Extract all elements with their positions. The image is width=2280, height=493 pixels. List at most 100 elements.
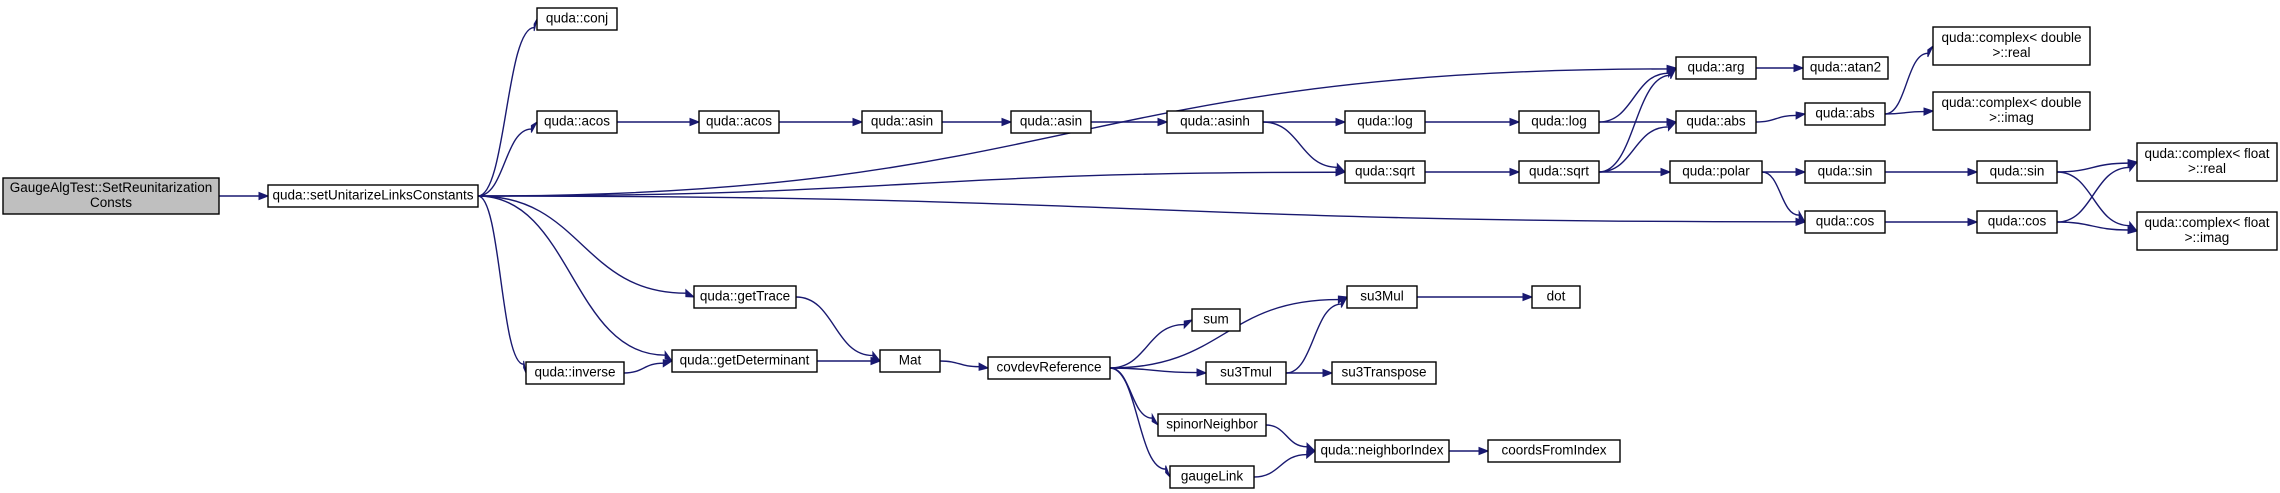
node-box [1344, 110, 1426, 134]
node-log2[interactable]: quda::log [1518, 110, 1600, 134]
arrowhead [2129, 161, 2139, 173]
arrowhead [530, 120, 539, 133]
arrowhead [1795, 167, 1807, 177]
edge-line [623, 362, 664, 374]
node-dot[interactable]: dot [1531, 285, 1581, 309]
node-box [1802, 56, 1889, 80]
node-asin2[interactable]: quda::asin [1010, 110, 1092, 134]
node-asinh[interactable]: quda::asinh [1166, 110, 1264, 134]
node-label: spinorNeighbor [1166, 417, 1258, 432]
edge-setUnit-to-cos1 [477, 195, 1807, 227]
arrowhead [664, 350, 674, 362]
node-box [1205, 361, 1287, 385]
node-nIndex[interactable]: quda::neighborIndex [1314, 439, 1450, 463]
edge-polar-to-cos1 [1761, 171, 1807, 224]
node-getDet[interactable]: quda::getDeterminant [671, 349, 818, 373]
node-label: quda::neighborIndex [1320, 443, 1443, 458]
node-asin1[interactable]: quda::asin [861, 110, 943, 134]
node-acos2[interactable]: quda::acos [698, 110, 780, 134]
node-box [1010, 110, 1092, 134]
node-label: >::imag [1989, 110, 2034, 125]
node-acos1[interactable]: quda::acos [536, 110, 618, 134]
node-inverse[interactable]: quda::inverse [525, 361, 625, 385]
node-label: GaugeAlgTest::SetReunitarization [10, 180, 213, 195]
arrowhead [1509, 117, 1521, 127]
node-covdev[interactable]: covdevReference [987, 356, 1111, 380]
edge-abs2-to-cdreal [1884, 45, 1934, 115]
node-gauge[interactable]: gaugeLink [1169, 465, 1255, 489]
edge-covdev-to-sum [1109, 319, 1194, 369]
node-cos2[interactable]: quda::cos [1976, 210, 2058, 234]
node-label: quda::polar [1682, 164, 1750, 179]
edge-acos2-to-asin1 [779, 117, 864, 127]
node-su3Mul[interactable]: su3Mul [1346, 285, 1418, 309]
node-label: gaugeLink [1181, 469, 1244, 484]
node-coords[interactable]: coordsFromIndex [1487, 439, 1621, 463]
node-cfreal[interactable]: quda::complex< float >::real [2136, 142, 2278, 182]
node-abs2[interactable]: quda::abs [1804, 102, 1886, 126]
arrowhead [978, 362, 990, 371]
edge-cos2-to-cfimag [2056, 221, 2139, 235]
edge-root-to-setUnit [219, 191, 270, 201]
node-sin1[interactable]: quda::sin [1804, 160, 1886, 184]
node-su3T[interactable]: su3Transpose [1331, 361, 1437, 385]
node-label: quda::complex< double [1942, 95, 2082, 110]
node-mat[interactable]: Mat [879, 349, 941, 373]
node-box [1314, 439, 1450, 463]
node-cdreal[interactable]: quda::complex< double >::real [1932, 26, 2091, 66]
arrowhead [1165, 465, 1171, 478]
node-label: quda::acos [706, 114, 772, 129]
node-spinor[interactable]: spinorNeighbor [1157, 413, 1267, 437]
arrowhead [1795, 111, 1807, 120]
node-label: quda::sin [1990, 164, 2045, 179]
edge-su3Mul-to-dot [1417, 292, 1534, 302]
node-label: sum [1203, 312, 1229, 327]
arrowhead [1509, 167, 1521, 177]
edge-sqrt2-to-arg [1598, 67, 1677, 173]
node-log1[interactable]: quda::log [1344, 110, 1426, 134]
arrowhead [533, 18, 538, 32]
node-label: quda::conj [546, 11, 608, 26]
node-cfimag[interactable]: quda::complex< float >::imag [2136, 211, 2278, 251]
edge-mat-to-covdev [939, 360, 990, 371]
node-setUnit[interactable]: quda::setUnitarizeLinksConstants [267, 184, 479, 208]
edge-covdev-to-su3Mul [1109, 295, 1349, 369]
arrowhead [1306, 450, 1317, 460]
arrowhead [1340, 295, 1349, 308]
node-box [698, 110, 780, 134]
node-cdimag[interactable]: quda::complex< double >::imag [1932, 91, 2091, 131]
node-polar[interactable]: quda::polar [1669, 160, 1763, 184]
node-label: quda::acos [544, 114, 610, 129]
arrowhead [1967, 167, 1979, 177]
node-box [1804, 160, 1886, 184]
edge-line [1598, 72, 1669, 123]
edge-cos2-to-cfreal [2056, 161, 2139, 223]
edge-line [1109, 367, 1166, 470]
node-su3Tmul[interactable]: su3Tmul [1205, 361, 1287, 385]
edge-setUnit-to-conj [477, 18, 538, 197]
node-cos1[interactable]: quda::cos [1804, 210, 1886, 234]
node-arg[interactable]: quda::arg [1675, 56, 1757, 80]
node-sqrt1[interactable]: quda::sqrt [1344, 160, 1426, 184]
node-sin2[interactable]: quda::sin [1976, 160, 2058, 184]
node-getTrace[interactable]: quda::getTrace [693, 285, 797, 309]
edge-abs1-to-abs2 [1755, 111, 1807, 123]
arrowhead [1670, 67, 1677, 79]
node-label: quda::cos [1988, 214, 2047, 229]
edge-line [1598, 126, 1669, 173]
node-label: quda::sin [1818, 164, 1873, 179]
node-abs1[interactable]: quda::abs [1675, 110, 1757, 134]
edge-line [477, 195, 524, 366]
node-atan2[interactable]: quda::atan2 [1802, 56, 1889, 80]
node-label: covdevReference [996, 360, 1101, 375]
edge-setUnit-to-acos1 [477, 120, 539, 197]
arrowhead [870, 356, 882, 366]
node-conj[interactable]: quda::conj [536, 7, 618, 31]
node-label: quda::complex< float [2145, 146, 2270, 161]
edge-asin1-to-asin2 [942, 117, 1013, 127]
node-sqrt2[interactable]: quda::sqrt [1518, 160, 1600, 184]
node-label: quda::asin [1020, 114, 1082, 129]
node-sum[interactable]: sum [1191, 308, 1241, 332]
